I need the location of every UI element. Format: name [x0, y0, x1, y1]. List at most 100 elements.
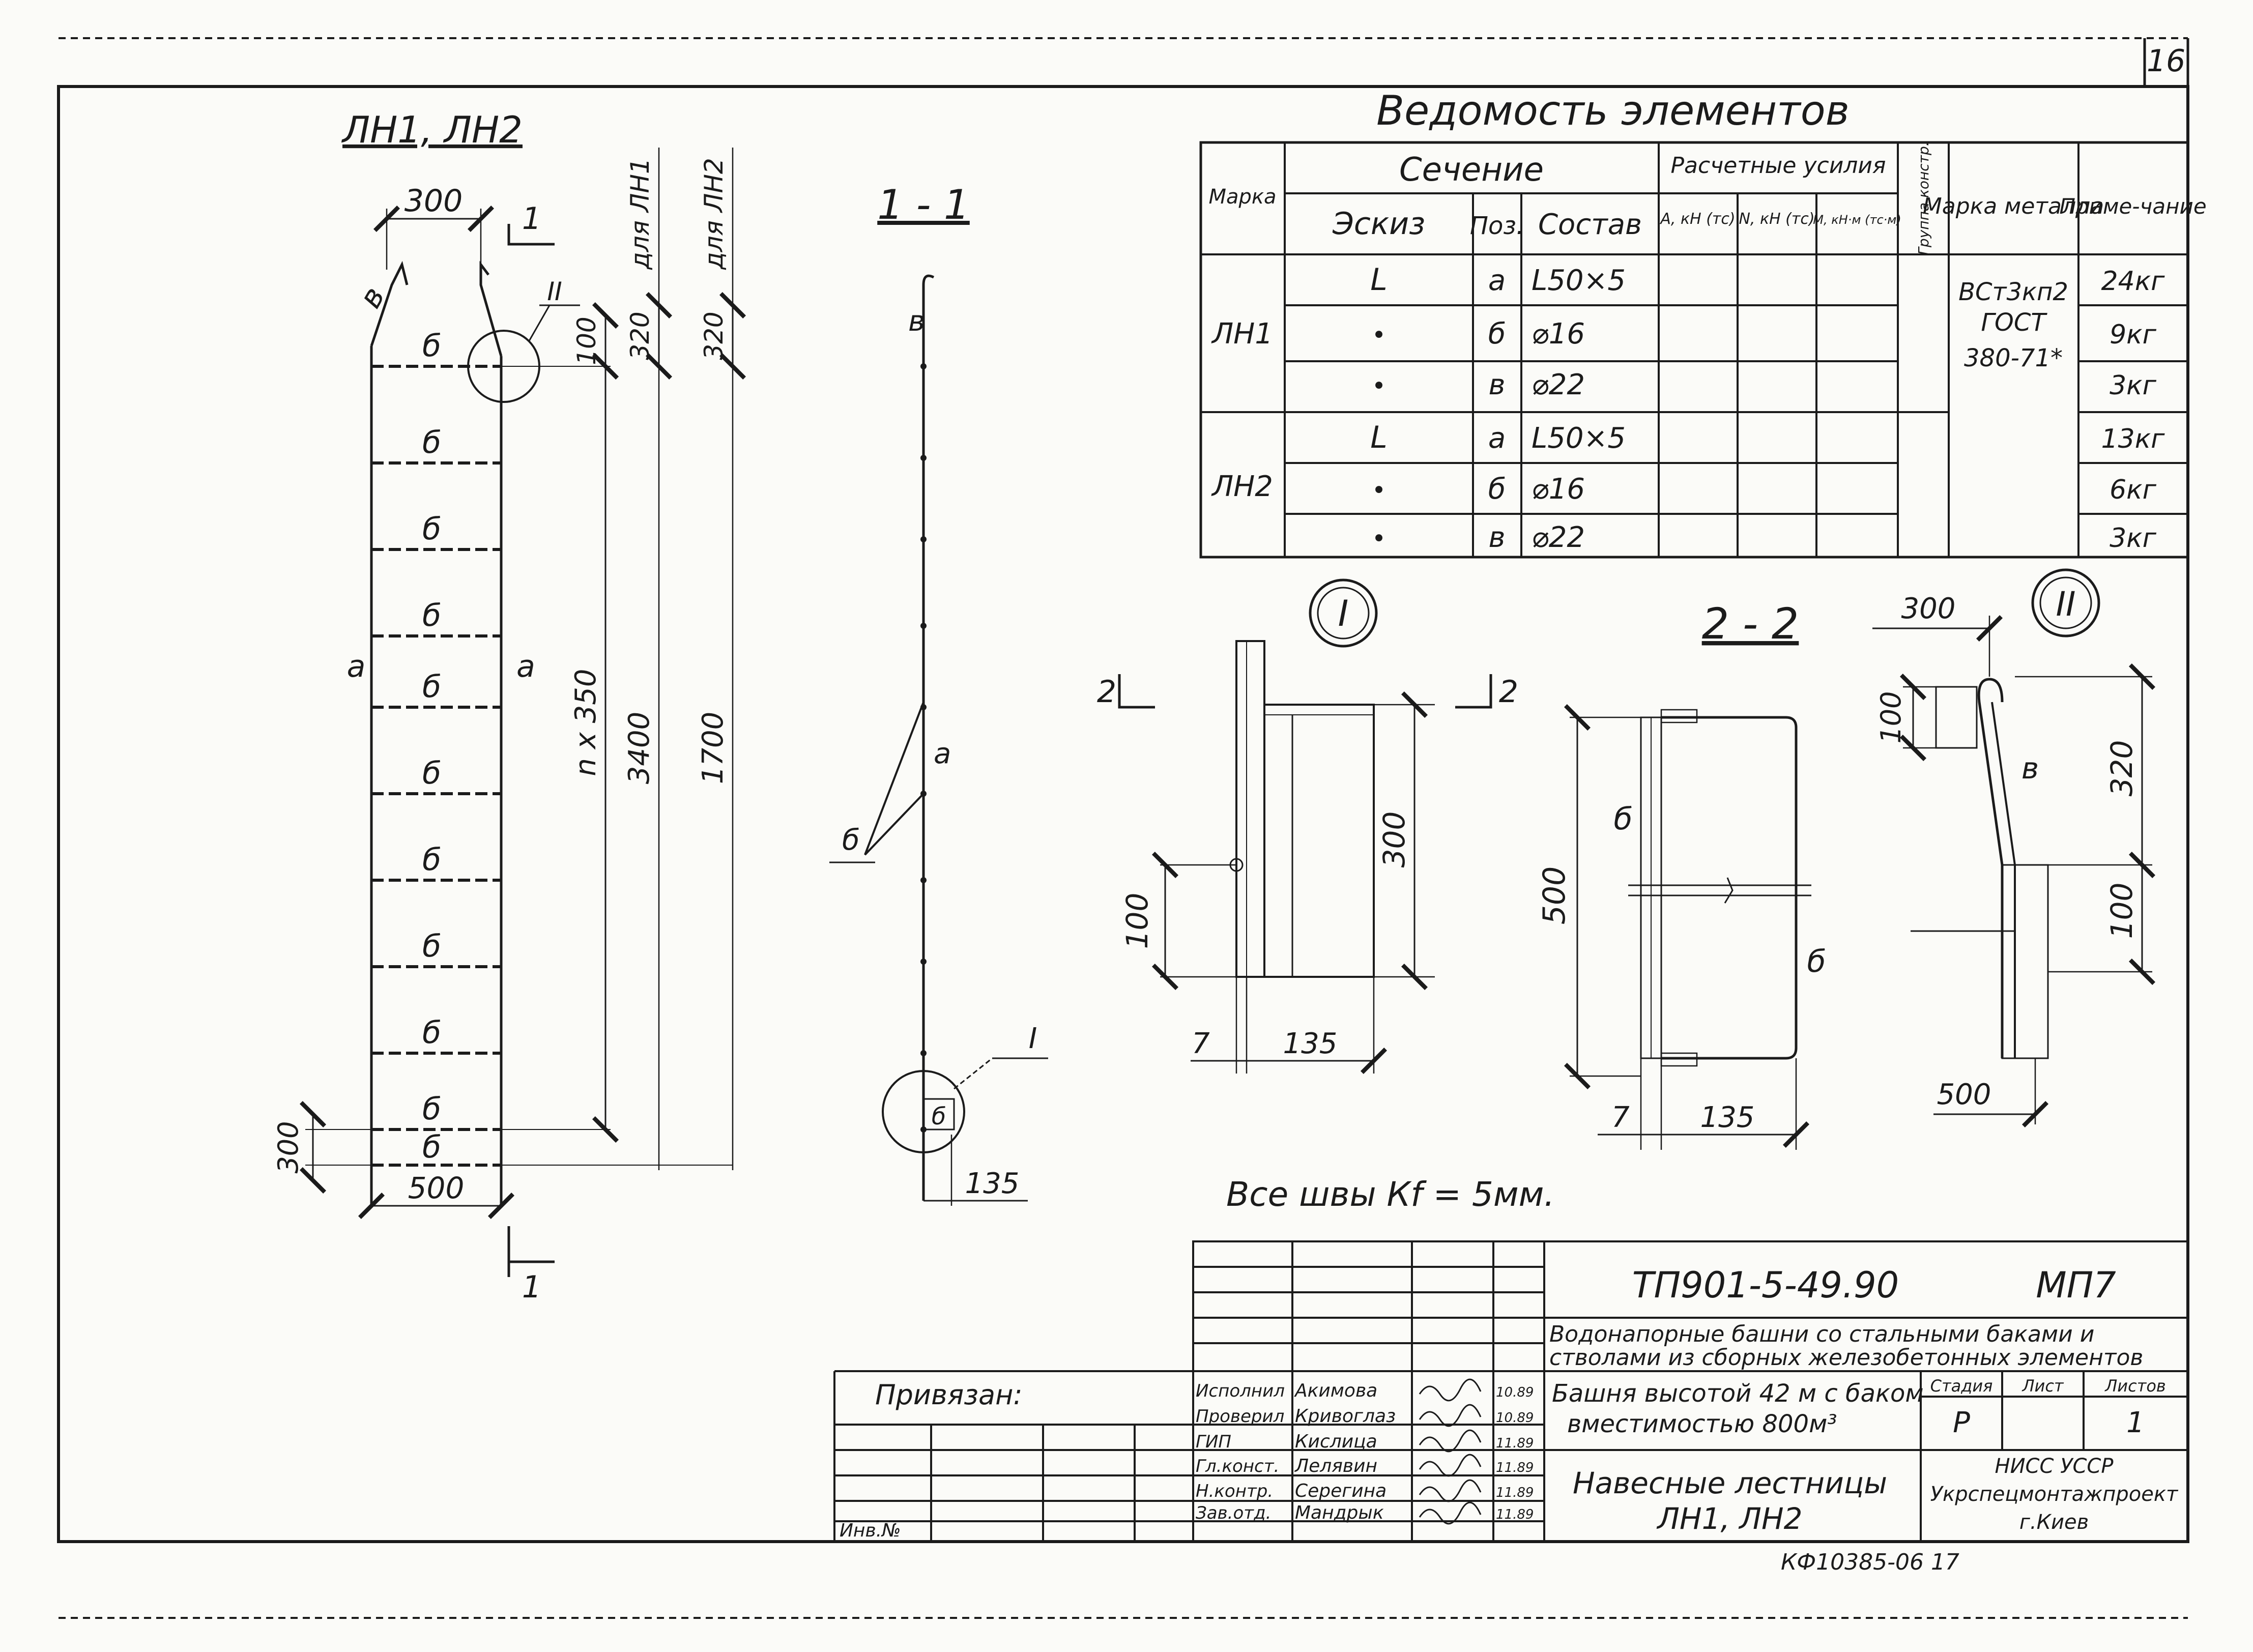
right-hook [479, 260, 503, 357]
svg-text:Навесные лестницы: Навесные лестницы [1573, 1466, 1887, 1500]
svg-text:б: б [422, 756, 441, 791]
section-2-2: 2 - 2 б б 500 7 135 [1537, 599, 1826, 1150]
svg-text:в: в [352, 281, 392, 314]
svg-text:для ЛН1: для ЛН1 [625, 158, 655, 270]
svg-text:11.89: 11.89 [1496, 1436, 1534, 1451]
svg-text:⌀22: ⌀22 [1532, 521, 1585, 554]
svg-text:320: 320 [699, 311, 729, 360]
svg-text:100: 100 [1875, 691, 1907, 743]
svg-text:11.89: 11.89 [1496, 1485, 1534, 1500]
svg-text:Мандрык: Мандрык [1295, 1502, 1384, 1523]
svg-text:Р: Р [1953, 1406, 1970, 1439]
svg-text:11.89: 11.89 [1496, 1507, 1534, 1522]
svg-text:Лелявин: Лелявин [1294, 1456, 1377, 1476]
svg-text:б: б [422, 328, 441, 364]
svg-text:⌀22: ⌀22 [1532, 368, 1585, 401]
rung-labels: б б б б б б б б б б б а а в [347, 281, 535, 1165]
svg-text:11.89: 11.89 [1496, 1460, 1534, 1475]
svg-text:ВСт3кп2: ВСт3кп2 [1958, 278, 2068, 306]
svg-text:300: 300 [272, 1121, 304, 1173]
svg-text:6кг: 6кг [2110, 475, 2156, 505]
svg-text:Марка металла: Марка металла [1923, 193, 2104, 219]
svg-text:L: L [1370, 262, 1387, 298]
svg-text:для ЛН2: для ЛН2 [699, 158, 729, 270]
svg-text:300: 300 [1901, 592, 1956, 625]
svg-text:320: 320 [625, 311, 655, 360]
svg-text:24кг: 24кг [2101, 266, 2165, 297]
svg-text:вместимостью 800м³: вместимостью 800м³ [1567, 1410, 1837, 1438]
section-1-1-label: 1 - 1 [877, 181, 970, 228]
svg-text:ГИП: ГИП [1196, 1432, 1231, 1452]
svg-text:ЛН1, ЛН2: ЛН1, ЛН2 [1656, 1501, 1802, 1536]
svg-text:Кислица: Кислица [1295, 1431, 1377, 1452]
svg-text:I: I [1338, 593, 1349, 634]
svg-text:Состав: Состав [1538, 208, 1642, 241]
svg-text:2: 2 [1097, 674, 1116, 710]
svg-text:а: а [1488, 422, 1506, 455]
sheet-number: 16 [2147, 43, 2185, 79]
svg-text:500: 500 [408, 1171, 465, 1205]
svg-text:Приме-чание: Приме-чание [2059, 194, 2206, 219]
svg-text:Гл.конст.: Гл.конст. [1196, 1456, 1279, 1476]
svg-text:Проверил: Проверил [1196, 1406, 1284, 1427]
svg-text:б: б [422, 598, 441, 633]
svg-text:1: 1 [2126, 1406, 2145, 1439]
svg-text:135: 135 [965, 1167, 1020, 1200]
ladder-title: ЛН1, ЛН2 [341, 108, 523, 151]
svg-text:10.89: 10.89 [1496, 1385, 1534, 1400]
svg-text:Акимова: Акимова [1294, 1380, 1377, 1401]
svg-text:б: б [1488, 473, 1506, 506]
svg-text:⌀16: ⌀16 [1532, 473, 1585, 506]
svg-text:г.Киев: г.Киев [2019, 1511, 2089, 1534]
svg-text:320: 320 [2104, 740, 2139, 797]
svg-text:б: б [422, 669, 441, 705]
drawing-code: ТП901-5-49.90 [1632, 1264, 1899, 1306]
elements-table: Ведомость элементов [1199, 87, 2207, 559]
svg-text:Н.контр.: Н.контр. [1196, 1481, 1273, 1501]
svg-text:М, кН·м (тс·м): М, кН·м (тс·м) [1813, 213, 1901, 227]
svg-text:Марка: Марка [1208, 185, 1276, 209]
svg-text:а: а [1488, 264, 1506, 297]
svg-text:500: 500 [1537, 866, 1572, 925]
svg-text:II: II [2056, 585, 2076, 624]
svg-text:б: б [422, 929, 441, 964]
svg-text:•: • [1372, 525, 1386, 553]
svg-text:б: б [1488, 317, 1506, 351]
drawing-sheet-code: МП7 [2036, 1264, 2116, 1306]
svg-text:Сечение: Сечение [1399, 151, 1544, 189]
svg-text:Привязан:: Привязан: [875, 1379, 1023, 1411]
svg-text:Укрспецмонтажпроект: Укрспецмонтажпроект [1930, 1483, 2179, 1506]
svg-text:L: L [1370, 420, 1387, 455]
svg-text:ЛН1: ЛН1 [1211, 317, 1273, 351]
svg-text:в: в [1488, 368, 1505, 401]
svg-text:б: б [422, 511, 441, 547]
svg-text:НИСС УССР: НИСС УССР [1995, 1455, 2114, 1478]
svg-text:3400: 3400 [623, 712, 656, 785]
svg-text:Лист: Лист [2021, 1376, 2064, 1396]
section-2-2-label: 2 - 2 [1702, 599, 1799, 649]
svg-text:7: 7 [1192, 1027, 1210, 1060]
svg-text:Расчетные усилия: Расчетные усилия [1671, 153, 1886, 179]
svg-text:а: а [347, 649, 366, 684]
svg-text:380-71*: 380-71* [1964, 344, 2063, 372]
svg-text:в: в [908, 305, 925, 338]
svg-text:а: а [934, 737, 951, 770]
svg-text:Инв.№: Инв.№ [840, 1520, 901, 1541]
svg-text:Серегина: Серегина [1295, 1481, 1387, 1501]
svg-text:13кг: 13кг [2101, 424, 2165, 454]
section-1-1: 1 - 1 в а б б I 135 [829, 181, 1048, 1206]
svg-text:б: б [422, 842, 441, 878]
svg-text:Листов: Листов [2104, 1376, 2166, 1396]
svg-text:L50×5: L50×5 [1532, 264, 1626, 297]
svg-text:Кривоглаз: Кривоглаз [1295, 1406, 1396, 1427]
archive-number: КФ10385-06 17 [1781, 1549, 1959, 1575]
signatures [1419, 1378, 1482, 1525]
svg-text:Группа констр.: Группа констр. [1915, 141, 1932, 255]
svg-text:б: б [422, 1015, 441, 1051]
svg-text:ЛН2: ЛН2 [1211, 470, 1273, 503]
svg-text:L50×5: L50×5 [1532, 422, 1626, 455]
svg-text:б: б [422, 1129, 441, 1165]
svg-text:⌀16: ⌀16 [1532, 317, 1585, 351]
svg-text:300: 300 [405, 183, 463, 219]
detail-2: II в 300 100 320 100 500 [1872, 568, 2156, 1128]
